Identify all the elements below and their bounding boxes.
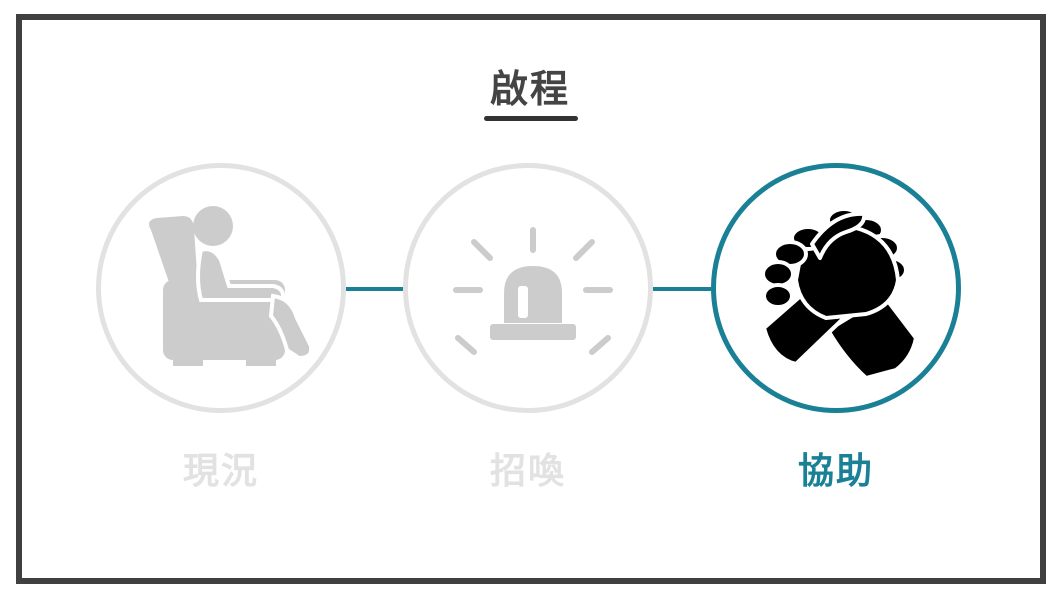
step-2-label: 招喚 [489, 451, 566, 492]
step-3-label: 協助 [797, 451, 874, 492]
step-1-circle [96, 163, 346, 413]
step-1-label: 現況 [182, 451, 259, 492]
step-2-circle [403, 163, 653, 413]
connector-1-2 [346, 287, 403, 291]
step-3-circle [711, 163, 961, 413]
page-title: 啟程 [489, 67, 570, 111]
alarm-siren-icon [453, 227, 613, 355]
person-in-armchair-icon [149, 206, 314, 366]
clasped-hands-icon [761, 207, 918, 380]
connector-2-3 [653, 287, 711, 291]
title-underline [484, 116, 578, 121]
